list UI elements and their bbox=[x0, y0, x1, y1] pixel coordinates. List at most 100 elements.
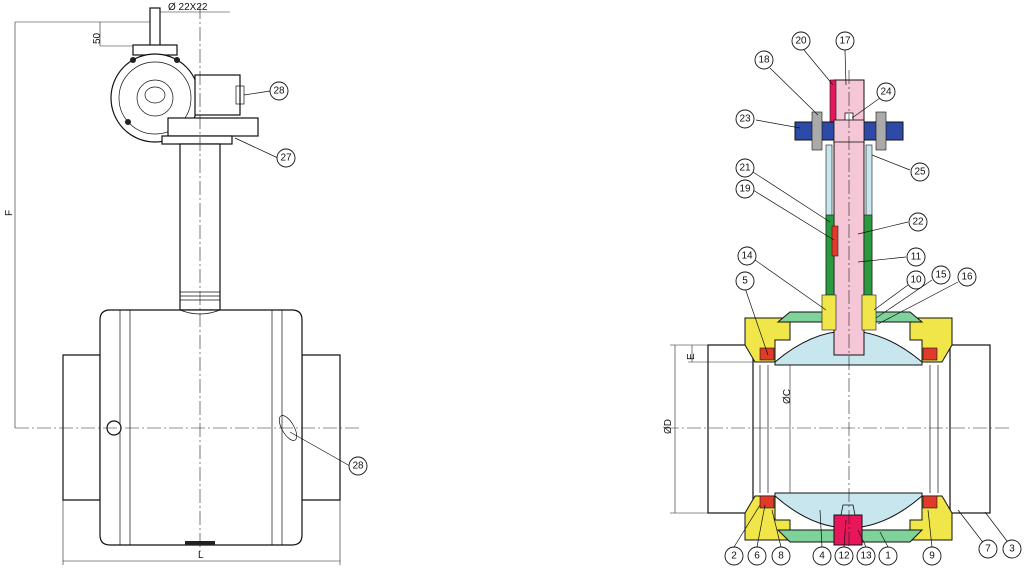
leader bbox=[851, 97, 881, 119]
svg-text:16: 16 bbox=[961, 272, 973, 283]
balloon-24: 24 bbox=[876, 82, 896, 102]
left-pipe bbox=[707, 344, 754, 514]
leader bbox=[744, 287, 769, 356]
svg-text:28: 28 bbox=[273, 86, 285, 97]
leader bbox=[857, 221, 909, 235]
gland-right bbox=[861, 294, 877, 331]
svg-text:3: 3 bbox=[1009, 544, 1015, 555]
balloon-18: 18 bbox=[754, 50, 774, 70]
balloon-15: 15 bbox=[931, 265, 951, 285]
gear-bolt bbox=[125, 119, 131, 125]
svg-text:10: 10 bbox=[910, 275, 922, 286]
svg-text:13: 13 bbox=[860, 551, 872, 562]
balloon-17: 17 bbox=[835, 31, 855, 51]
svg-text:7: 7 bbox=[985, 544, 991, 555]
svg-text:18: 18 bbox=[758, 55, 770, 66]
leader bbox=[755, 119, 801, 129]
svg-text:1: 1 bbox=[885, 551, 891, 562]
leader bbox=[803, 49, 834, 86]
leader bbox=[879, 531, 889, 548]
dim-stem-label: Ø 22X22 bbox=[168, 2, 208, 13]
seal-bottom-left bbox=[759, 495, 775, 509]
svg-text:12: 12 bbox=[838, 551, 850, 562]
trunnion-plug bbox=[833, 514, 863, 546]
svg-text:9: 9 bbox=[929, 551, 935, 562]
leader bbox=[984, 511, 1011, 546]
seal-top-right bbox=[922, 347, 938, 361]
dim-e-label: E bbox=[686, 353, 697, 360]
balloon-23: 23 bbox=[735, 109, 755, 129]
svg-text:24: 24 bbox=[880, 87, 892, 98]
svg-text:25: 25 bbox=[914, 167, 926, 178]
svg-text:15: 15 bbox=[935, 270, 947, 281]
leader bbox=[877, 281, 959, 325]
seal-top-left bbox=[759, 347, 775, 361]
balloon-28-bottom: 28 bbox=[348, 456, 368, 476]
flange-bolt-left bbox=[811, 111, 823, 151]
balloon-21: 21 bbox=[735, 158, 755, 178]
svg-text:8: 8 bbox=[778, 551, 784, 562]
leader bbox=[769, 67, 819, 116]
balloon-25: 25 bbox=[910, 162, 930, 182]
left-pipe-end bbox=[62, 354, 101, 501]
leader bbox=[871, 154, 911, 171]
leader bbox=[754, 259, 827, 311]
balloon-28-top: 28 bbox=[269, 81, 289, 101]
leader bbox=[843, 519, 847, 548]
flange-bolt-right bbox=[875, 111, 887, 151]
svg-text:11: 11 bbox=[911, 252, 922, 263]
trunnion-tip bbox=[840, 504, 856, 516]
balloon-8: 8 bbox=[771, 546, 791, 566]
injection-fitting bbox=[278, 415, 298, 441]
balloon-5: 5 bbox=[735, 271, 755, 291]
svg-text:23: 23 bbox=[739, 114, 751, 125]
balloon-1: 1 bbox=[878, 546, 898, 566]
svg-text:22: 22 bbox=[912, 217, 924, 228]
svg-text:17: 17 bbox=[839, 36, 851, 47]
left-view: F 50 Ø 22X22 bbox=[4, 2, 368, 565]
dim-50-label: 50 bbox=[92, 32, 103, 44]
balloon-12: 12 bbox=[834, 546, 854, 566]
leader-27 bbox=[234, 137, 279, 159]
gear-bolt bbox=[174, 57, 180, 63]
leader bbox=[873, 284, 909, 311]
right-pipe-end bbox=[301, 354, 341, 501]
leader-28-top bbox=[243, 90, 271, 96]
balloon-3: 3 bbox=[1002, 539, 1022, 559]
packing-right bbox=[863, 214, 873, 301]
balloon-2: 2 bbox=[724, 546, 744, 566]
svg-text:21: 21 bbox=[739, 163, 751, 174]
gear-bracket bbox=[167, 117, 259, 137]
svg-text:6: 6 bbox=[754, 551, 760, 562]
leader bbox=[857, 529, 867, 548]
balloon-16: 16 bbox=[957, 267, 977, 287]
balloon-10: 10 bbox=[906, 270, 926, 290]
balloon-14: 14 bbox=[737, 246, 757, 266]
svg-text:14: 14 bbox=[741, 251, 753, 262]
leader bbox=[957, 509, 986, 546]
gear-hub bbox=[136, 79, 174, 117]
svg-text:5: 5 bbox=[742, 276, 748, 287]
balloon-9: 9 bbox=[922, 546, 942, 566]
dim-d-label: ØD bbox=[663, 419, 674, 434]
leader bbox=[752, 171, 831, 223]
svg-text:4: 4 bbox=[819, 551, 825, 562]
balloon-19: 19 bbox=[735, 179, 755, 199]
right-view: ØC ØD E 17 20 18 bbox=[663, 31, 1022, 566]
leader bbox=[752, 189, 835, 241]
leader-28-bottom bbox=[289, 431, 351, 467]
leader bbox=[733, 504, 761, 548]
svg-text:19: 19 bbox=[739, 184, 751, 195]
stem-top bbox=[149, 7, 161, 49]
gear-bolt bbox=[130, 57, 136, 63]
leader bbox=[771, 509, 782, 548]
valve-body bbox=[99, 309, 303, 546]
leader bbox=[819, 509, 823, 548]
leader bbox=[857, 256, 907, 263]
balloon-20: 20 bbox=[791, 31, 811, 51]
dim-l-label: L bbox=[198, 550, 204, 561]
right-pipe bbox=[949, 344, 991, 514]
svg-text:27: 27 bbox=[280, 153, 292, 164]
seal-bottom-right bbox=[922, 495, 938, 509]
